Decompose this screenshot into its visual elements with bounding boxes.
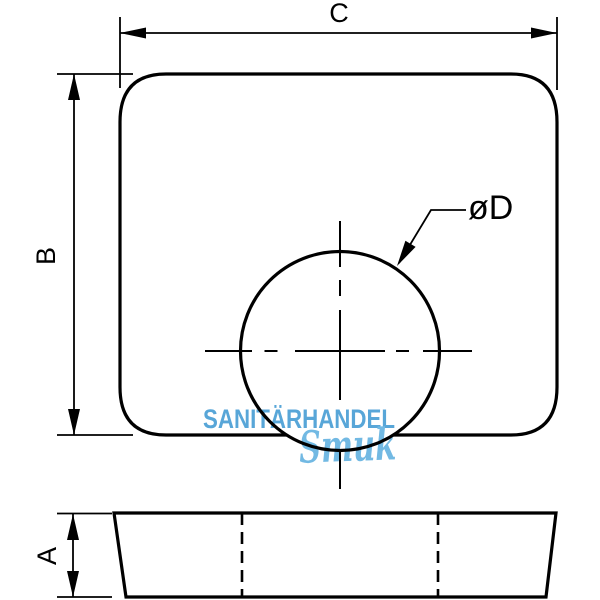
arrowhead-a-top: [67, 514, 79, 540]
plan-view-outline: [118, 72, 559, 437]
label-c: C: [329, 0, 349, 28]
arrowhead-c-left: [120, 27, 146, 39]
leader-line-diameter: [398, 209, 466, 264]
arrowhead-leader-diameter: [397, 240, 416, 266]
dimension-labels: C B A øD: [31, 0, 513, 565]
side-view-outline: [112, 511, 558, 599]
arrowhead-c-right: [531, 27, 557, 39]
arrowhead-b-top: [68, 74, 80, 100]
watermark-brand-text: SANITÄRHANDEL: [203, 404, 395, 434]
label-a: A: [32, 547, 62, 565]
arrowheads: [67, 27, 557, 597]
side-view-hidden-edges: [240, 513, 440, 597]
arrowhead-b-bottom: [68, 409, 80, 435]
linework: [57, 17, 559, 599]
label-b: B: [31, 247, 61, 265]
label-diameter: øD: [468, 189, 513, 227]
watermark: SANITÄRHANDEL Smuk: [203, 404, 397, 474]
arrowhead-a-bottom: [67, 571, 79, 597]
